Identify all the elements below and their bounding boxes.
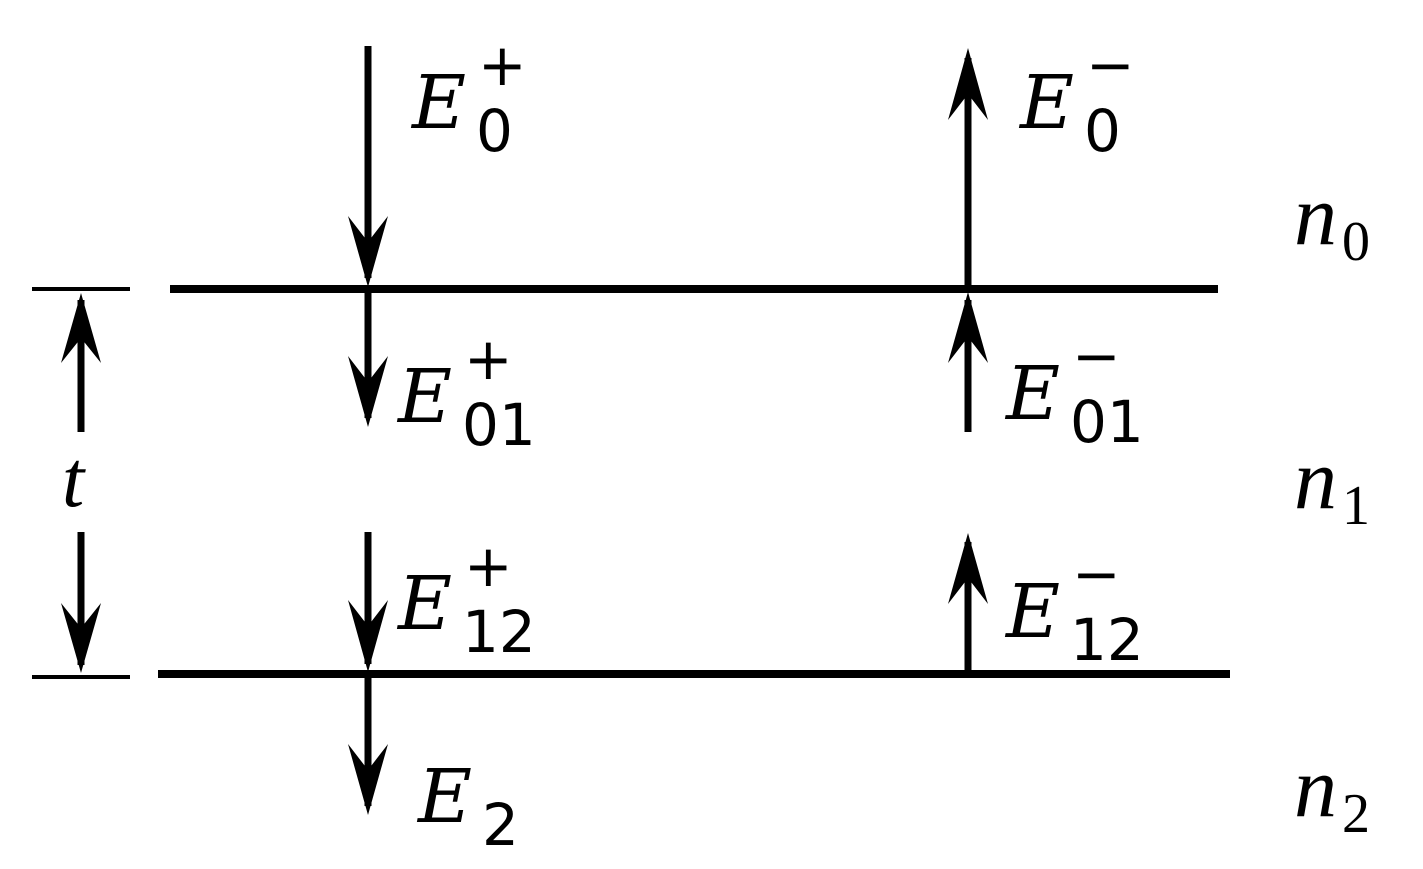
arrow-e0-plus xyxy=(348,46,388,287)
arrow-e12-plus xyxy=(348,532,388,672)
label-e12-minus: E − 12 xyxy=(1006,540,1144,674)
label-e01-plus: E + 01 xyxy=(398,325,536,459)
label-n0: n 0 xyxy=(1294,167,1370,273)
label-e0-plus: E + 0 xyxy=(412,31,527,165)
label-thickness: t xyxy=(62,436,85,524)
arrow-e2 xyxy=(348,674,388,815)
label-e0-minus: E − 0 xyxy=(1020,31,1135,165)
arrow-e01-plus xyxy=(348,289,388,427)
arrow-e12-minus xyxy=(948,533,988,674)
label-e01-minus: E − 01 xyxy=(1006,322,1144,456)
thickness-arrow-down xyxy=(61,532,101,673)
arrow-e0-minus xyxy=(948,48,988,289)
label-e2: E 2 xyxy=(418,754,519,859)
arrow-e01-minus xyxy=(948,292,988,432)
label-n2: n 2 xyxy=(1294,739,1370,845)
label-e12-plus: E + 12 xyxy=(398,532,536,666)
thickness-arrow-up xyxy=(61,293,101,432)
label-n1: n 1 xyxy=(1294,431,1370,537)
